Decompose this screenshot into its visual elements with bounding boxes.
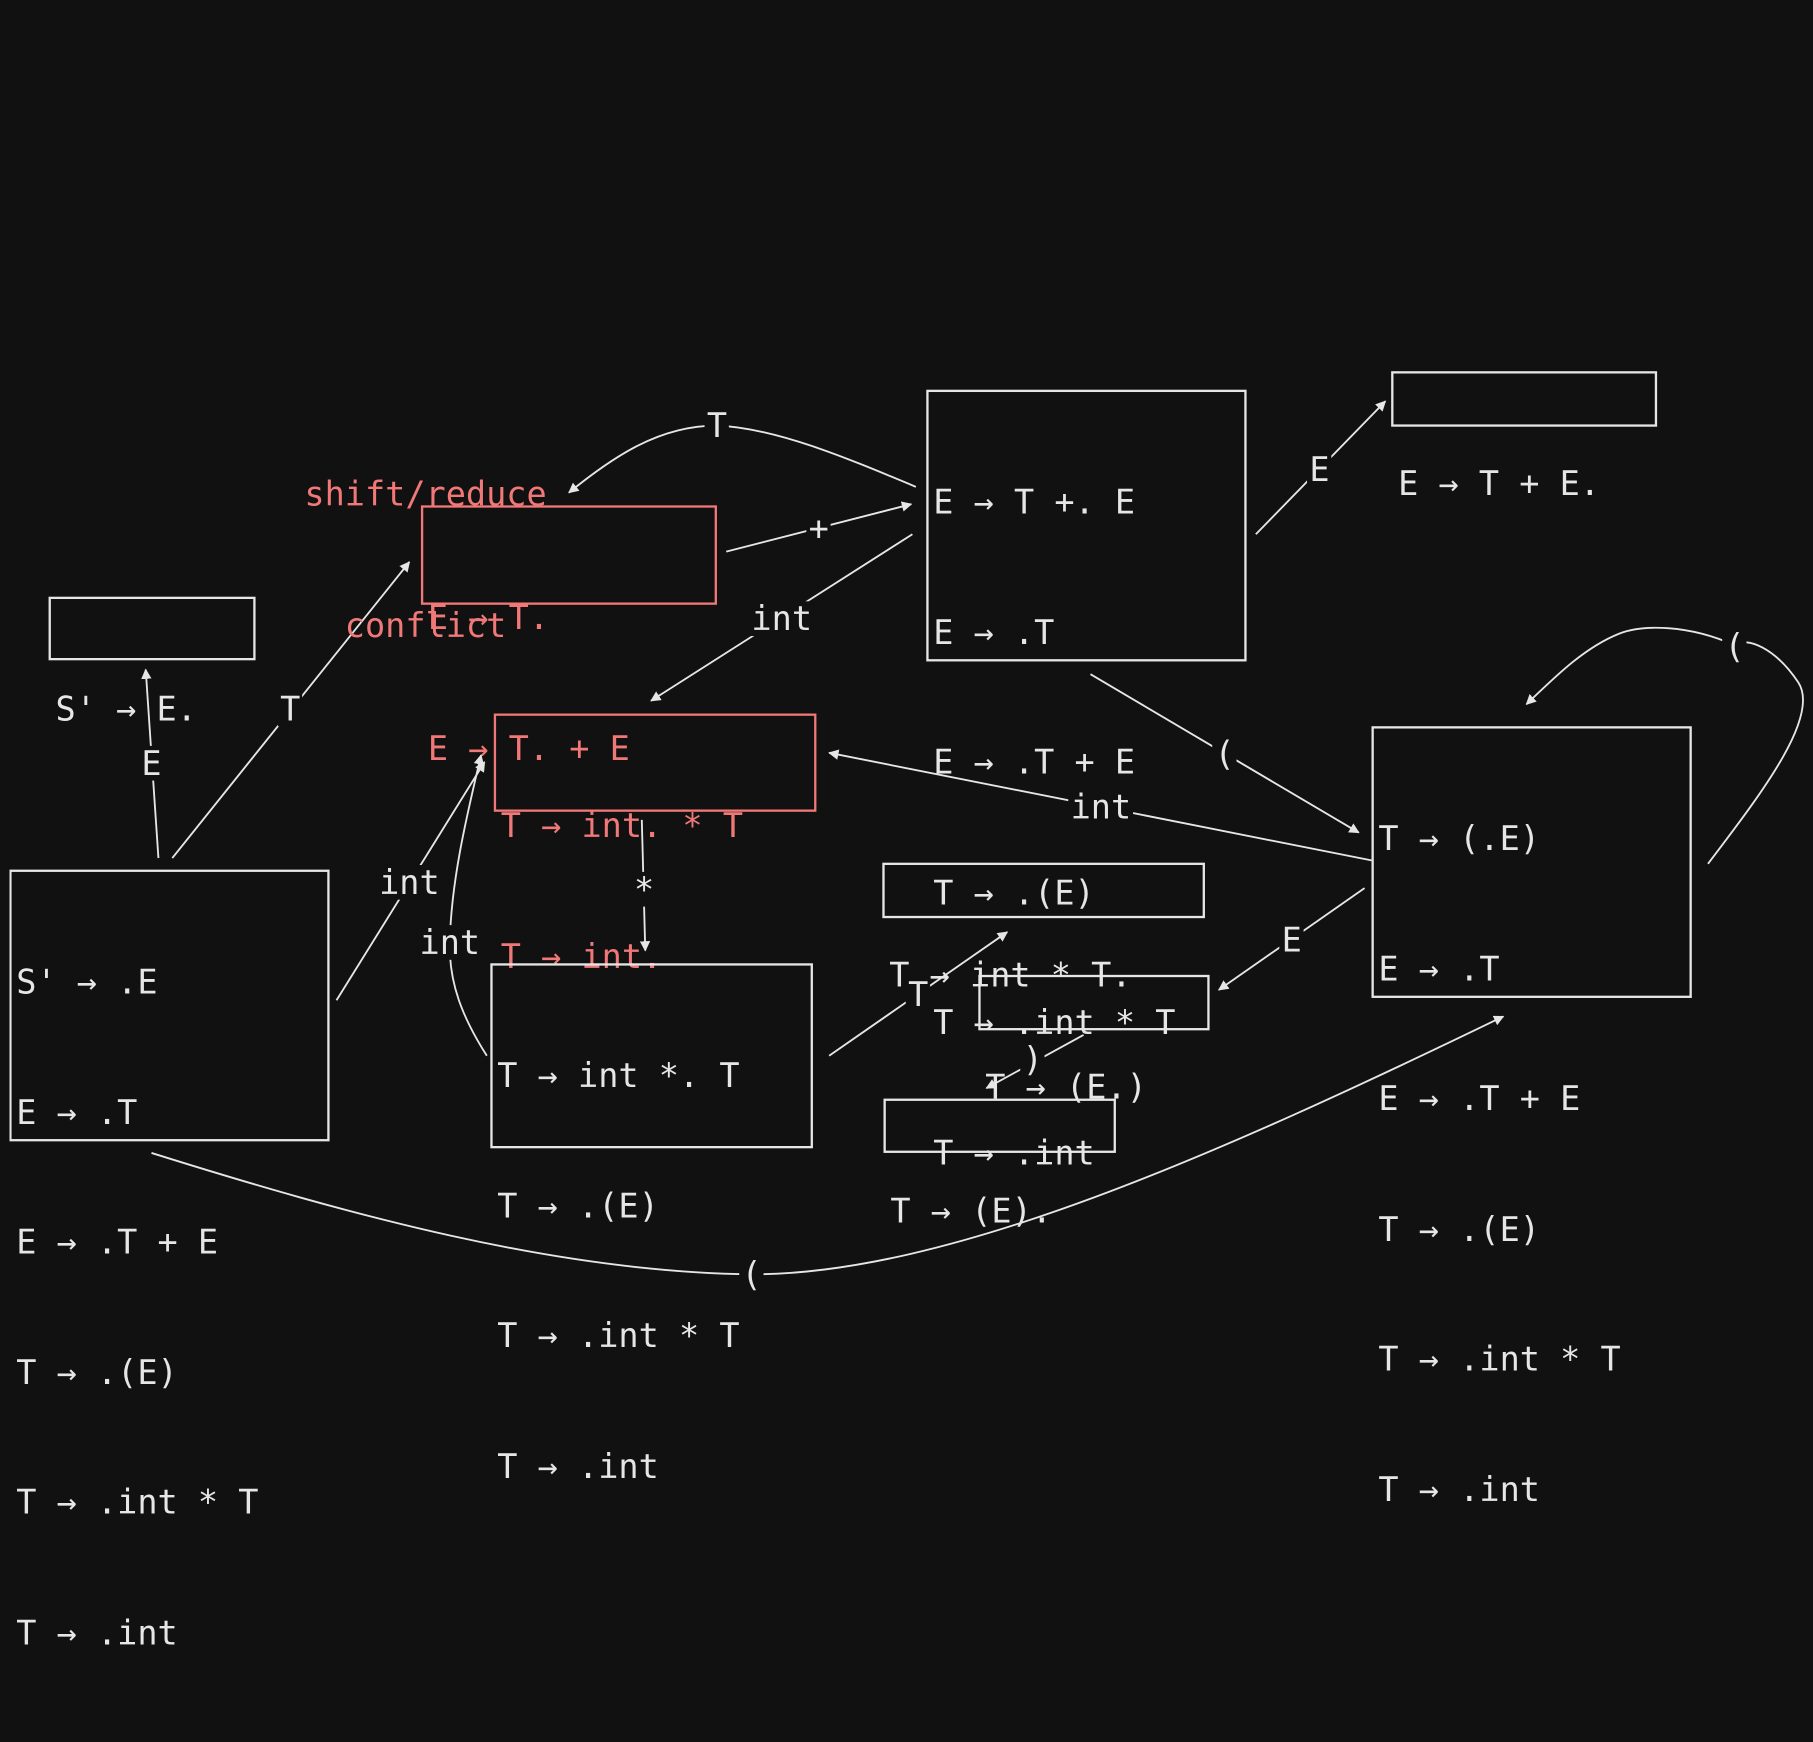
state-s2: E → T. E → T. + E (420, 505, 717, 767)
edge-label-s3-s5: int (749, 601, 815, 637)
item: T → int *. T (497, 1055, 740, 1096)
item: T → .int (16, 1612, 178, 1652)
state-s3: E → T +. E E → .T E → .T + E T → .(E) T … (926, 389, 1247, 1172)
item: E → .T (1378, 948, 1500, 989)
state-s6: T → int *. T T → .(E) T → .int * T T → .… (490, 963, 813, 1485)
edge-label-s2-s3: + (806, 511, 832, 546)
item: T → int. (500, 936, 663, 976)
state-s10: T → (E). (883, 1098, 1116, 1230)
item: T → .int * T (16, 1482, 259, 1522)
state-s8: T → (.E) E → .T E → .T + E T → .(E) T → … (1371, 726, 1692, 1509)
edge-label-s3-s8: ( (1212, 736, 1238, 772)
item: T → .(E) (933, 872, 1095, 912)
item: T → (E). (890, 1191, 1052, 1231)
edge-label-s8-s8: ( (1722, 629, 1748, 664)
edge-label-s6-s5: int (417, 925, 483, 960)
item: T → .int (1378, 1469, 1540, 1509)
item: E → T. + E (427, 727, 630, 768)
state-s7: T → int * T. (882, 862, 1205, 995)
state-s0: S' → .E E → .T E → .T + E T → .(E) T → .… (9, 869, 330, 1652)
edge-label-s9-s10: ) (1020, 1042, 1046, 1077)
item: E → .T + E (933, 742, 1136, 782)
item: E → T + E. (1398, 463, 1601, 504)
edge-label-s3-s2: T (704, 408, 730, 443)
edge-label-s3-s4: E (1307, 452, 1332, 487)
item: E → .T (16, 1092, 138, 1132)
edge-label-s5-s6: * (631, 871, 657, 907)
state-s5: T → int. * T T → int. (493, 713, 817, 975)
state-s1: S' → E. (48, 596, 256, 729)
edge-label-s8-s5: int (1068, 789, 1134, 825)
item: T → .int (497, 1446, 659, 1486)
item: E → T +. E (933, 482, 1136, 522)
item: E → .T (933, 612, 1055, 652)
item: T → .int * T (1378, 1339, 1621, 1379)
item: T → .int * T (497, 1315, 740, 1356)
item: E → .T + E (16, 1222, 219, 1262)
edge-label-s6-s7: T (905, 977, 931, 1012)
item: E → .T + E (1378, 1078, 1581, 1119)
item: T → int. * T (500, 806, 744, 846)
edge-s3-s2 (568, 424, 917, 494)
conflict-note-line2: conflict (344, 605, 507, 645)
item: T → .(E) (1378, 1209, 1540, 1249)
item: E → T. (427, 597, 550, 638)
state-s9: T → (E.) (978, 974, 1210, 1107)
item: T → .(E) (497, 1185, 659, 1226)
item: S' → E. (55, 689, 197, 729)
item: S' → .E (16, 962, 158, 1002)
state-s4: E → T + E. (1391, 371, 1658, 503)
edge-label-s0-s2: T (277, 691, 303, 727)
edge-label-s0-s1: E (139, 745, 164, 781)
edge-label-s0-s8: ( (739, 1257, 765, 1292)
lr-state-diagram: shift/reduce conflict S' → .E E → .T E →… (9, 371, 1804, 1652)
item: T → .(E) (16, 1352, 178, 1392)
edge-label-s0-s5: int (376, 865, 442, 900)
item: T → (.E) (1378, 818, 1540, 859)
edge-s0-s8 (151, 1015, 1505, 1276)
edge-label-s8-s9: E (1279, 922, 1305, 958)
item: T → .int * T (933, 1002, 1176, 1042)
